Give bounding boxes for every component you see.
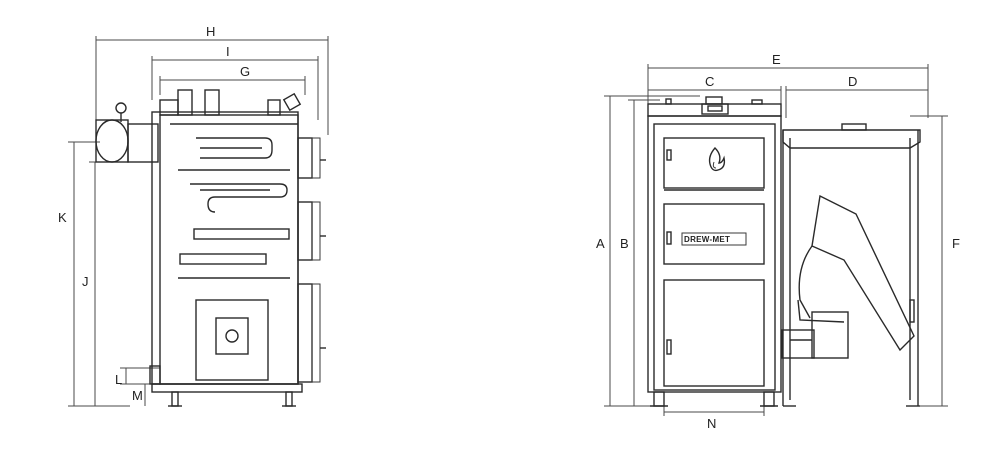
dimension-e: E [647, 52, 929, 118]
dimension-g: G [159, 64, 306, 95]
label-k: K [58, 210, 67, 225]
dimension-n: N [663, 395, 765, 431]
front-view: E C D A B F [596, 52, 960, 431]
label-d: D [848, 74, 857, 89]
label-h: H [206, 24, 215, 39]
flue-pipe [95, 102, 159, 163]
dimension-m: M [132, 384, 146, 406]
label-n: N [707, 416, 716, 431]
label-b: B [620, 236, 629, 251]
boiler-body [149, 89, 326, 407]
side-view: H I G K J [58, 24, 329, 407]
label-m: M [132, 388, 143, 403]
label-a: A [596, 236, 605, 251]
fuel-hopper [781, 123, 921, 407]
dimension-b: B [620, 99, 660, 406]
dimension-d: D [785, 74, 928, 118]
boiler-front: DREW-MET [647, 96, 782, 407]
label-g: G [240, 64, 250, 79]
dimension-k: K [58, 141, 130, 407]
brand-label: DREW-MET [684, 235, 730, 244]
label-j: J [82, 274, 89, 289]
label-e: E [772, 52, 781, 67]
dimension-i: I [151, 44, 319, 120]
flame-icon [708, 146, 726, 172]
label-f: F [952, 236, 960, 251]
label-i: I [226, 44, 230, 59]
label-c: C [705, 74, 714, 89]
label-l: L [115, 372, 122, 387]
dimension-j: J [82, 161, 120, 406]
dimension-h: H [95, 24, 329, 135]
